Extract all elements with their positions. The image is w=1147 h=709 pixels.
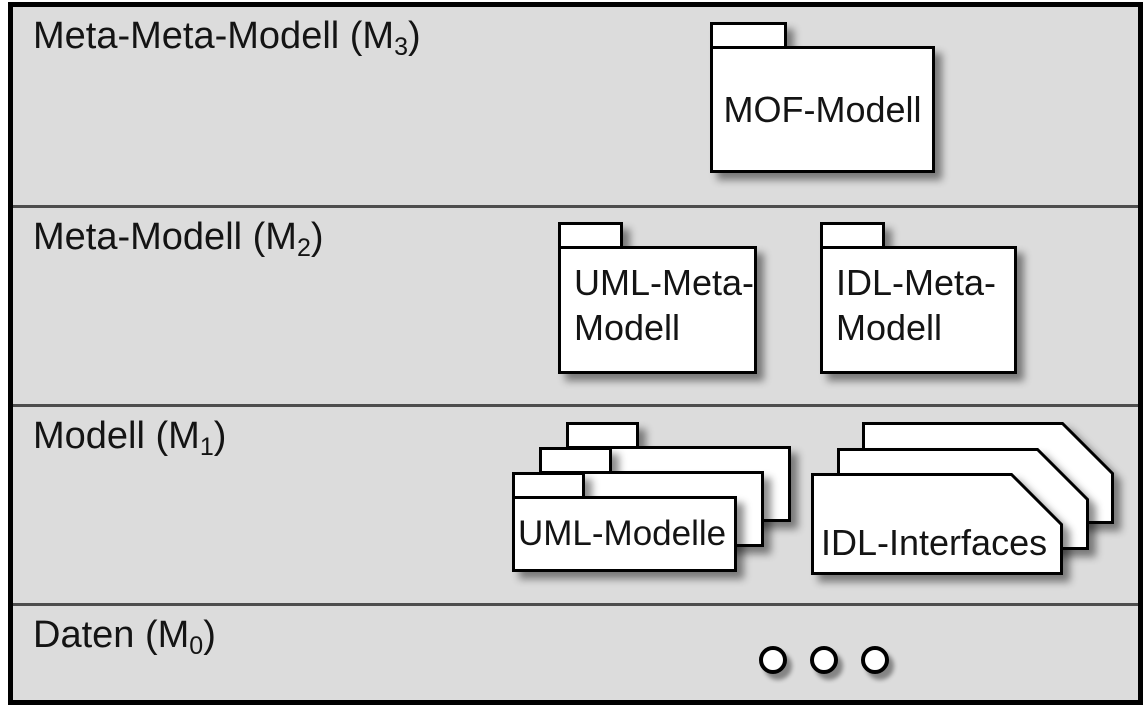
band-modell: Modell (M1) UML-Modelle (13, 407, 1138, 603)
package-idl-meta-modell: IDL-Meta- Modell (820, 222, 1017, 374)
band-label-text: Modell (M (33, 415, 200, 457)
data-dot (861, 646, 889, 674)
package-tab (558, 222, 623, 249)
package-label: UML-Modelle (518, 514, 727, 553)
data-dot (759, 646, 787, 674)
package-label-line2: Modell (836, 307, 943, 348)
band-label-m0: Daten (M0) (33, 614, 216, 660)
data-dots (759, 646, 889, 674)
package-tab (512, 472, 585, 499)
note-label: IDL-Interfaces (811, 473, 1063, 575)
band-label-m1: Modell (M1) (33, 415, 227, 461)
band-label-close: ) (310, 216, 324, 258)
band-daten: Daten (M0) (13, 606, 1138, 700)
package-uml-modelle-front: UML-Modelle (512, 472, 737, 572)
package-body: MOF-Modell (710, 46, 935, 173)
band-meta-modell: Meta-Modell (M2) UML-Meta- Modell IDL-Me… (13, 208, 1138, 404)
band-label-text: Meta-Modell (M (33, 216, 297, 258)
package-body: UML-Meta- Modell (558, 246, 757, 374)
band-divider (13, 603, 1138, 606)
package-label-line1: IDL-Meta- (836, 262, 997, 303)
package-tab (566, 422, 639, 449)
band-label-close: ) (407, 15, 421, 57)
band-label-close: ) (203, 614, 216, 656)
data-dot (810, 646, 838, 674)
package-label-line1: UML-Meta- (574, 262, 755, 303)
package-label-line2: Modell (574, 307, 681, 348)
package-mof-modell: MOF-Modell (710, 22, 935, 173)
package-tab (710, 22, 787, 49)
package-tab (539, 447, 612, 474)
idl-interfaces-label: IDL-Interfaces (821, 522, 1048, 563)
package-uml-meta-modell: UML-Meta- Modell (558, 222, 757, 374)
band-label-m2: Meta-Modell (M2) (33, 216, 324, 262)
package-tab (820, 222, 885, 249)
band-divider (13, 205, 1138, 208)
band-label-subscript: 1 (199, 433, 214, 461)
band-label-subscript: 2 (296, 234, 311, 262)
band-label-close: ) (213, 415, 227, 457)
package-body: IDL-Meta- Modell (820, 246, 1017, 374)
diagram-frame: Meta-Meta-Modell (M3) MOF-Modell Meta-Mo… (8, 2, 1143, 705)
package-label: MOF-Modell (723, 88, 922, 130)
package-body: UML-Modelle (512, 496, 737, 572)
band-meta-meta-modell: Meta-Meta-Modell (M3) MOF-Modell (13, 7, 1138, 205)
band-label-subscript: 0 (189, 632, 204, 660)
band-divider (13, 404, 1138, 407)
idl-interfaces-note-front (811, 473, 1063, 575)
band-label-subscript: 3 (394, 33, 408, 61)
band-label-m3: Meta-Meta-Modell (M3) (33, 15, 421, 61)
band-label-text: Daten (M (33, 614, 190, 656)
band-label-text: Meta-Meta-Modell (M (33, 15, 395, 57)
